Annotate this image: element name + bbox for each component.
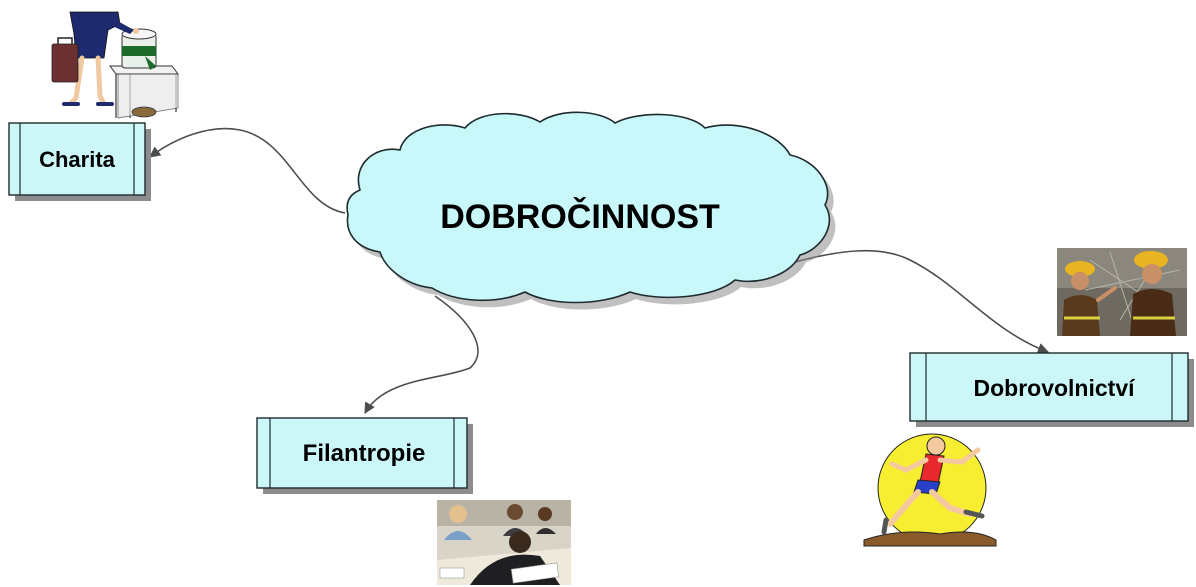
students-writing-photo — [437, 500, 571, 585]
running-man-clipart — [863, 433, 997, 547]
node-dobrovolnictvi: Dobrovolnictví — [909, 352, 1194, 427]
node-box — [256, 417, 468, 489]
charity-donation-picture — [42, 10, 192, 122]
node-charita: Charita — [8, 122, 151, 201]
connector-to-charita — [149, 127, 346, 214]
central-node-label: DOBROČINNOST — [440, 197, 720, 236]
node-box — [909, 352, 1189, 422]
node-label-filantropie: Filantropie — [303, 440, 426, 467]
central-cloud-shape — [346, 111, 831, 304]
central-cloud-node: DOBROČINNOST — [346, 111, 836, 310]
node-label-charita: Charita — [39, 147, 116, 172]
connectors — [149, 127, 1050, 414]
connector-to-dobrovolnictvi — [794, 249, 1050, 354]
firefighters-photo — [1057, 248, 1187, 336]
node-filantropie: Filantropie — [256, 417, 473, 494]
node-box — [8, 122, 146, 196]
connector-to-filantropie — [364, 295, 479, 414]
node-label-dobrovolnictvi: Dobrovolnictví — [973, 375, 1136, 401]
